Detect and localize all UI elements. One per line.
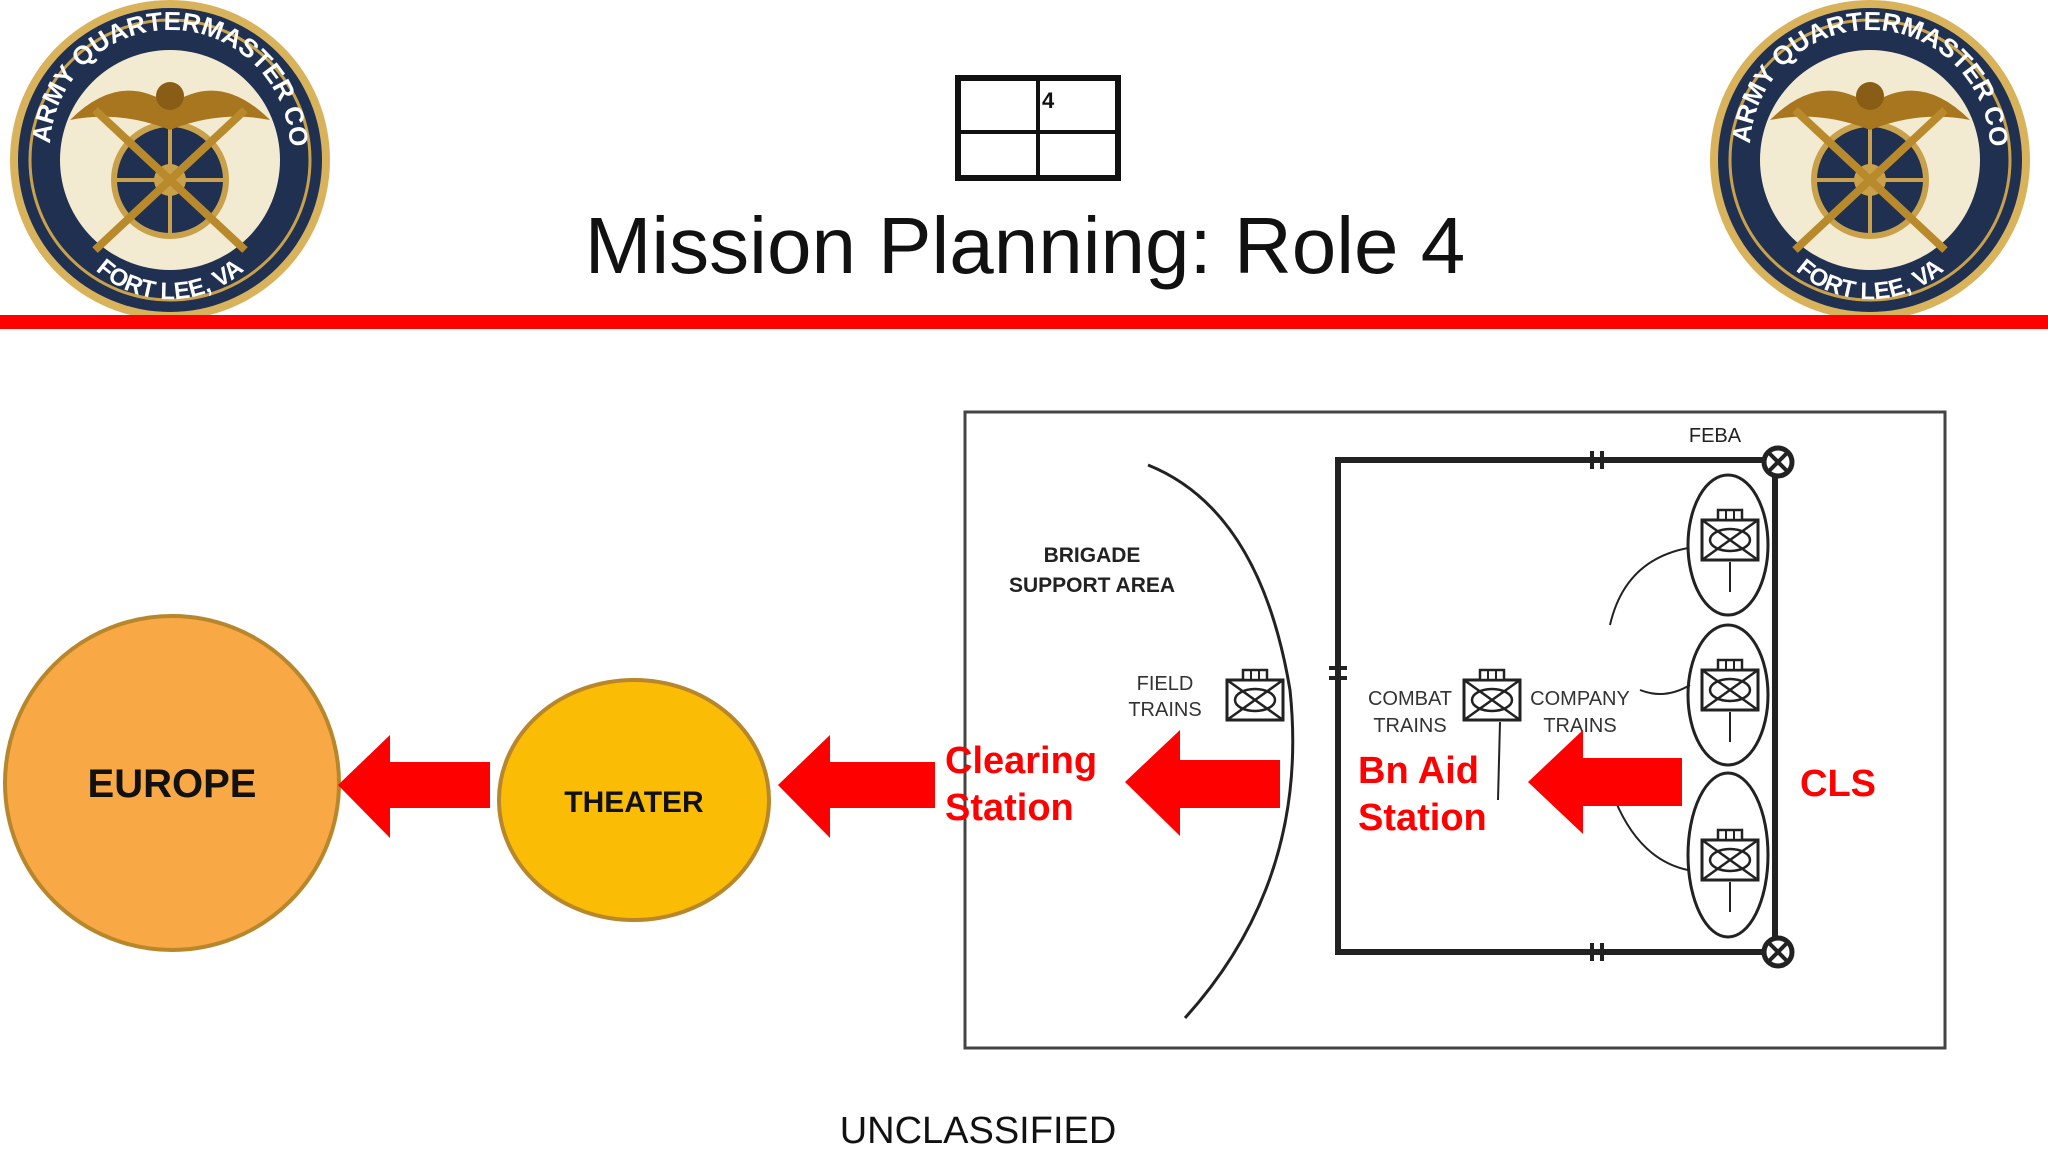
battlefield-diagram: FEBA BRIGADE SUPPORT AREA xyxy=(963,410,1947,1050)
field-trains-line1: FIELD xyxy=(1137,673,1194,695)
brigade-label-line1: BRIGADE xyxy=(1044,544,1141,567)
node-europe: EUROPE xyxy=(3,614,341,952)
arrow-left-icon xyxy=(778,735,935,838)
arrow-left-icon xyxy=(338,735,490,838)
field-trains-line2: TRAINS xyxy=(1128,699,1201,721)
brigade-boundary xyxy=(1147,463,1295,1020)
army-quartermaster-seal-icon: U.S. ARMY QUARTERMASTER CORPS FORT LEE, … xyxy=(0,0,330,320)
role-symbol-number: 4 xyxy=(1042,88,1055,113)
bn-aid-station-label-line1: Bn Aid xyxy=(1358,750,1479,792)
combat-trains-line2: TRAINS xyxy=(1373,715,1446,737)
clearing-station-label-line2: Station xyxy=(945,787,1074,829)
arrow-left-icon xyxy=(1528,730,1682,834)
boundary-marker-icon xyxy=(1761,445,1795,479)
company-trains-line1: COMPANY xyxy=(1530,688,1630,710)
brigade-label-line2: SUPPORT AREA xyxy=(1009,574,1175,597)
bn-aid-station-label-line2: Station xyxy=(1358,797,1487,839)
arrow-left-icon xyxy=(1125,730,1280,836)
node-europe-label: EUROPE xyxy=(88,762,257,806)
classification-footer: UNCLASSIFIED xyxy=(840,1110,1117,1152)
page-title: Mission Planning: Role 4 xyxy=(585,201,1465,290)
battalion-boundary xyxy=(1335,457,1780,955)
clearing-station-label-line1: Clearing xyxy=(945,740,1097,782)
node-theater: THEATER xyxy=(497,678,771,922)
node-theater-label: THEATER xyxy=(564,786,704,819)
combat-trains-line1: COMBAT xyxy=(1368,688,1452,710)
boundary-marker-icon xyxy=(1761,935,1795,969)
cls-label: CLS xyxy=(1800,763,1876,805)
role-4-medical-symbol-icon: 4 xyxy=(955,75,1121,181)
feba-label: FEBA xyxy=(1689,425,1742,447)
company-trains-line2: TRAINS xyxy=(1543,715,1616,737)
title-divider xyxy=(0,315,2048,329)
